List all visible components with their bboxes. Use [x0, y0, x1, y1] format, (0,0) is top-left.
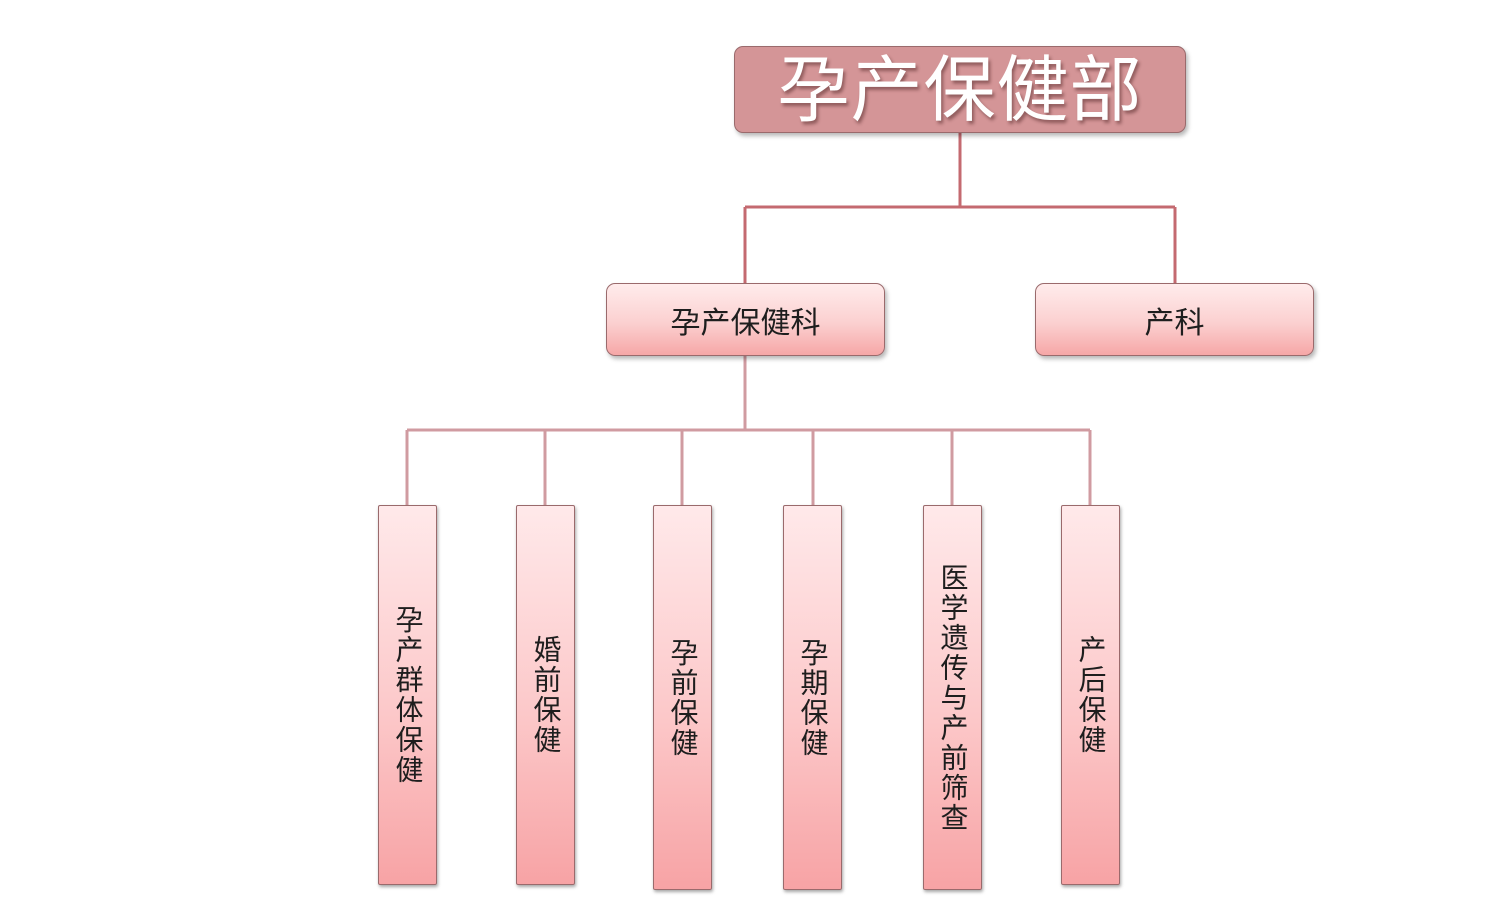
- sub-unit-label: 孕期保健: [796, 637, 830, 758]
- root-label: 孕产保健部: [777, 47, 1143, 132]
- sub-unit-label: 孕前保健: [666, 637, 700, 758]
- sub-unit-label: 孕产群体保健: [391, 605, 425, 785]
- sub-unit-node-1: 孕产群体保健: [378, 505, 437, 885]
- root-node: 孕产保健部: [734, 46, 1186, 133]
- sub-unit-node-4: 孕期保健: [783, 505, 842, 890]
- sub-unit-node-6: 产后保健: [1061, 505, 1120, 885]
- department-node-2: 产科: [1035, 283, 1314, 356]
- sub-unit-label: 医学遗传与产前筛查: [936, 562, 970, 833]
- sub-unit-node-2: 婚前保健: [516, 505, 575, 885]
- department-node-1: 孕产保健科: [606, 283, 885, 356]
- sub-unit-node-5: 医学遗传与产前筛查: [923, 505, 982, 890]
- department-label: 孕产保健科: [670, 305, 821, 341]
- sub-unit-label: 婚前保健: [529, 635, 563, 755]
- sub-unit-label: 产后保健: [1074, 635, 1108, 755]
- sub-unit-node-3: 孕前保健: [653, 505, 712, 890]
- department-label: 产科: [1144, 305, 1205, 341]
